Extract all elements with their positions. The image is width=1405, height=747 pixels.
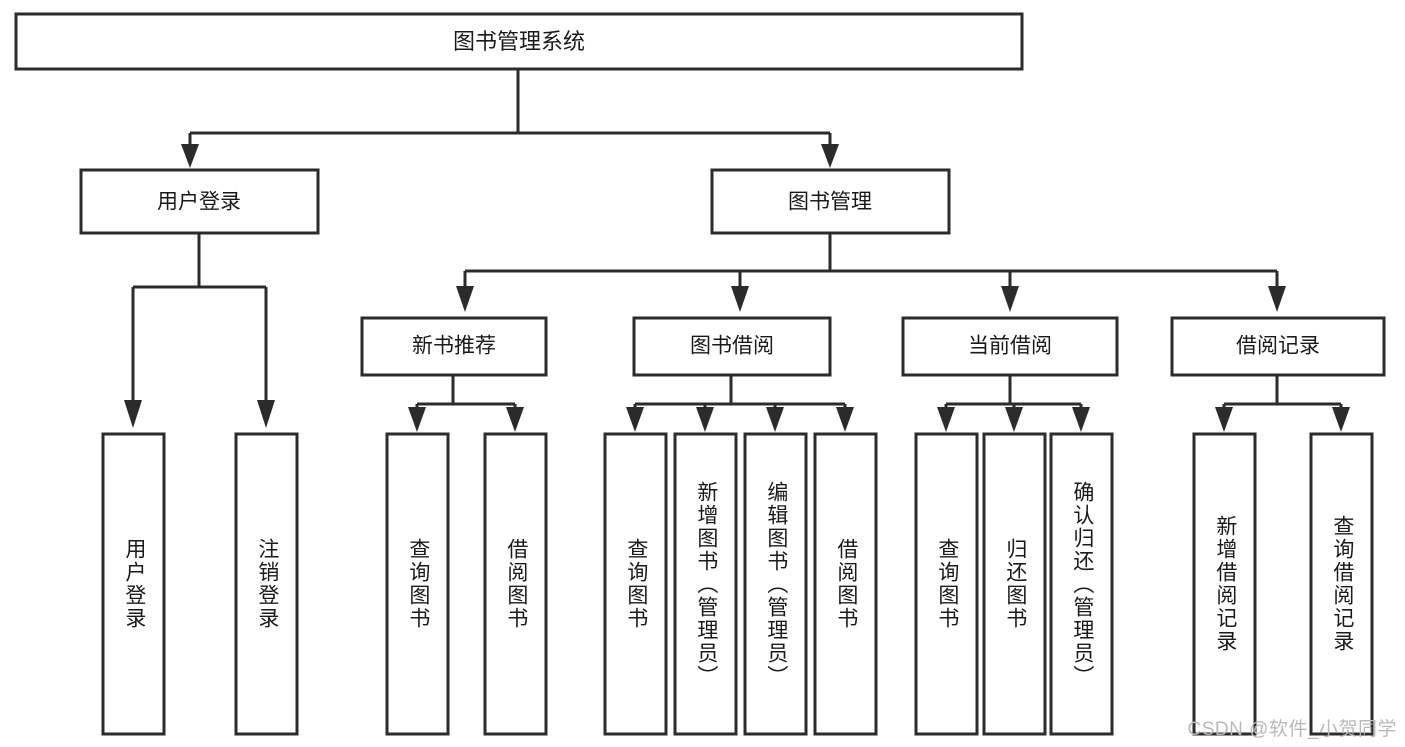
node-current-borrow-label: 当前借阅	[968, 335, 1052, 358]
node-book-management-label: 图书管理	[788, 191, 872, 214]
connector-group-new-book-to-leaves	[408, 375, 524, 432]
node-borrow-records-label: 借阅记录	[1236, 335, 1320, 358]
leaf-box-current-borrow-3[interactable]	[1049, 432, 1114, 736]
arrow-head-user-login	[181, 144, 199, 168]
arrow-head-br-leaf-1	[1215, 407, 1233, 432]
node-user-login-box[interactable]	[79, 168, 320, 235]
leaf-box-new-book-1[interactable]	[385, 432, 450, 736]
connector-group-root-to-level2	[181, 69, 839, 168]
arrow-head-nb-leaf-1	[408, 407, 426, 432]
node-user-login[interactable]: 用户登录	[79, 168, 320, 235]
leaf-box-new-book-2[interactable]	[483, 432, 548, 736]
arrow-head-current-borrow	[1001, 286, 1019, 312]
arrow-head-bb-leaf-2	[696, 407, 714, 432]
leaf-box-current-borrow-2[interactable]	[982, 432, 1047, 736]
connector-group-book-manage-to-level3	[456, 234, 1286, 312]
arrow-head-bb-leaf-4	[836, 407, 854, 432]
leaf-box-book-borrow-4[interactable]	[813, 432, 878, 736]
node-book-borrow-box[interactable]	[632, 316, 832, 377]
node-book-borrow[interactable]: 图书借阅	[632, 316, 832, 377]
leaf-box-user-login-2[interactable]	[234, 432, 299, 736]
leaf-box-book-borrow-3[interactable]	[743, 432, 808, 736]
node-root-box[interactable]	[14, 12, 1024, 71]
arrow-head-leaf-logout	[257, 400, 275, 428]
arrow-head-cb-leaf-3	[1072, 407, 1090, 432]
node-borrow-records[interactable]: 借阅记录	[1170, 316, 1386, 377]
arrow-head-leaf-user-login	[124, 400, 142, 428]
node-new-book-recommend-box[interactable]	[360, 316, 548, 377]
node-new-book-recommend-label: 新书推荐	[412, 335, 496, 358]
arrow-head-book-manage	[821, 144, 839, 168]
arrow-head-cb-leaf-2	[1005, 407, 1023, 432]
leaf-box-book-borrow-1[interactable]	[603, 432, 668, 736]
connector-group-current-borrow-to-leaves	[937, 375, 1090, 432]
arrow-head-bb-leaf-1	[626, 407, 644, 432]
csdn-watermark: CSDN @软件_小贺同学	[1187, 719, 1397, 740]
node-borrow-records-box[interactable]	[1170, 316, 1386, 377]
leaf-box-book-borrow-2[interactable]	[673, 432, 738, 736]
node-book-management[interactable]: 图书管理	[710, 168, 951, 235]
node-current-borrow[interactable]: 当前借阅	[901, 316, 1119, 377]
leaf-box-current-borrow-1[interactable]	[914, 432, 979, 736]
node-user-login-label: 用户登录	[157, 191, 241, 214]
connector-group-borrow-record-to-leaves	[1215, 375, 1350, 432]
node-current-borrow-box[interactable]	[901, 316, 1119, 377]
leaf-box-user-login-1[interactable]	[101, 432, 166, 736]
node-root-system[interactable]: 图书管理系统	[14, 12, 1024, 71]
connector-group-book-borrow-to-leaves	[626, 375, 854, 432]
leaf-box-borrow-records-1[interactable]	[1192, 432, 1257, 736]
arrow-head-borrow-record	[1268, 286, 1286, 312]
leaf-box-borrow-records-2[interactable]	[1309, 432, 1374, 736]
node-book-management-box[interactable]	[710, 168, 951, 235]
node-book-borrow-label: 图书借阅	[690, 335, 774, 358]
connector-group-user-login-to-leaves	[124, 234, 275, 428]
arrow-head-new-book	[456, 286, 474, 312]
node-root-label: 图书管理系统	[453, 29, 585, 54]
arrow-head-nb-leaf-2	[506, 407, 524, 432]
arrow-head-bb-leaf-3	[766, 407, 784, 432]
arrow-head-cb-leaf-1	[937, 407, 955, 432]
node-new-book-recommend[interactable]: 新书推荐	[360, 316, 548, 377]
arrow-head-br-leaf-2	[1332, 407, 1350, 432]
arrow-head-book-borrow	[731, 286, 749, 312]
